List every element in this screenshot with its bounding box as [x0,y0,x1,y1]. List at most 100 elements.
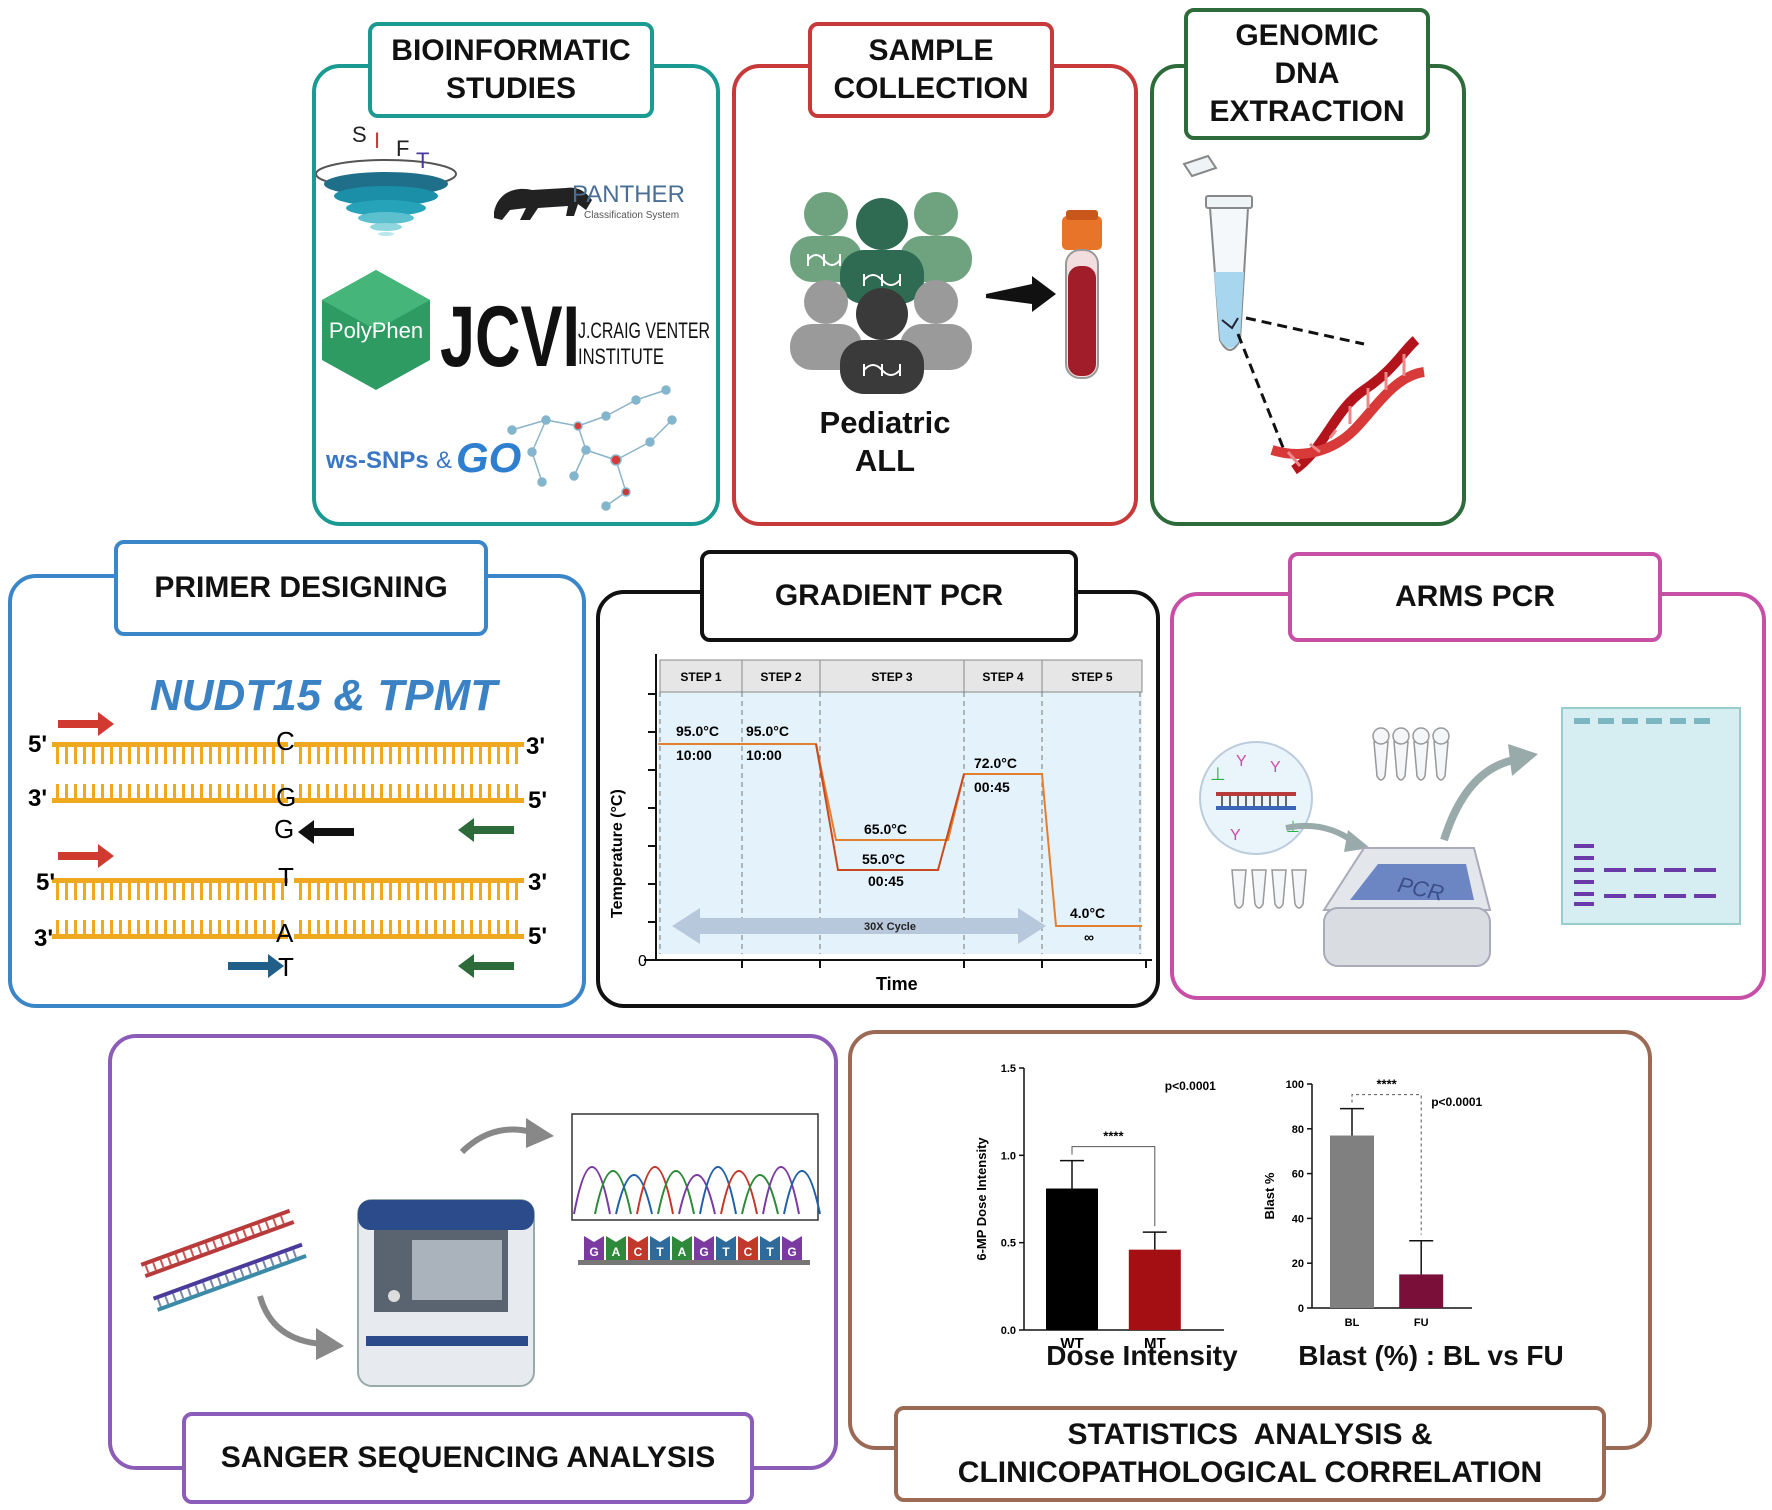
base-g-primer: G [274,814,294,844]
bioinformatic-logos: S I F T PANTHER Classification System Po… [316,122,710,511]
sample-caption-line1: Pediatric [819,405,951,440]
cycle-label: 30X Cycle [864,921,916,933]
svg-text:Y: Y [1270,759,1281,776]
y-tick-label: 40 [1292,1213,1304,1225]
reverse-primer-arrow-green-1 [458,818,514,842]
y-tick-label: 0 [1298,1303,1304,1315]
base-tile [672,1236,692,1260]
genomic-illustration [1182,154,1426,475]
step3b-time: 00:45 [868,873,904,889]
y-tick-label: 0.5 [1001,1238,1016,1250]
strand1-five: 5' [28,731,47,758]
cycle-double-arrow: 30X Cycle [672,908,1046,944]
primer-title: PRIMER DESIGNING [114,540,488,636]
step3b-temp: 55.0°C [862,851,905,867]
y-axis-label: Blast % [1262,1172,1277,1219]
base-tile [738,1236,758,1260]
sift-letter-t: T [416,148,429,173]
gradient-title-text: GRADIENT PCR [774,579,1004,612]
sample-title-line1: SAMPLE [868,34,994,67]
base-tile-label: G [589,1245,598,1259]
network-graph-icon [507,385,677,511]
base-tile-label: T [656,1245,664,1259]
panther-logo: PANTHER Classification System [494,181,685,221]
significance-bracket [1351,1094,1422,1235]
base-tile-label: C [634,1245,643,1259]
dna-strand-pair-2 [52,878,524,939]
forward-primer-arrow-2 [58,844,114,868]
significance-stars: **** [1376,1077,1397,1092]
step3a-temp: 65.0°C [864,821,907,837]
panther-name: PANTHER [572,181,685,208]
sample-caption: Pediatric ALL [780,404,990,480]
step-headers: STEP 1 STEP 2 STEP 3 STEP 4 STEP 5 [659,659,1143,693]
genes-label: NUDT15 & TPMT [150,672,500,720]
category-label: BL [1345,1317,1360,1329]
significance-stars: **** [1103,1129,1124,1144]
sequencer-machine-icon [357,1199,535,1387]
strand3-three: 3' [528,869,547,896]
y-tick-label: 60 [1292,1169,1304,1181]
base-tile-label: G [699,1245,708,1259]
base-tile [760,1236,780,1260]
jcvi-logo: JCVI J.CRAIG VENTER INSTITUTE [440,289,710,385]
bioinformatic-title-line1: BIOINFORMATIC [391,34,631,67]
sample-title-line2: COLLECTION [833,72,1029,105]
arms-illustration: ⊥Y Y⊥ Y PCR [1199,707,1741,967]
bioinformatic-title-line2: STUDIES [445,72,576,105]
y-axis-label: Temperature (°C) [609,789,626,918]
step-1-label: STEP 1 [680,670,721,684]
base-tile-label: A [612,1245,621,1259]
base-tile [694,1236,714,1260]
reagent-mix-icon: ⊥Y Y⊥ Y [1199,741,1313,855]
forward-primer-arrow-blue [228,954,284,978]
primer-title-text: PRIMER DESIGNING [154,571,448,604]
sift-letter-s: S [352,122,367,147]
bar-fu [1399,1274,1444,1308]
stats-caption-2: Blast (%) : BL vs FU [1298,1340,1564,1371]
step2-time: 10:00 [746,747,782,763]
wssnps-text: ws-SNPs [325,447,429,474]
jcvi-sub2: INSTITUTE [578,344,664,369]
pcr-tubes-icon [1231,727,1450,909]
polyphen-text: PolyPhen [329,318,423,343]
y-tick-label: 80 [1292,1124,1304,1136]
reverse-primer-arrow-green-2 [458,954,514,978]
step5-temp: 4.0°C [1070,905,1105,921]
stats-title: STATISTICS ANALYSIS & CLINICOPATHOLOGICA… [894,1406,1606,1502]
svg-text:Y: Y [1230,827,1241,844]
arms-title-text: ARMS PCR [1394,580,1555,613]
bar-wt [1046,1188,1098,1330]
genomic-title-line3: EXTRACTION [1209,95,1405,128]
y-zero-label: 0 [638,953,647,970]
step5-time: ∞ [1084,929,1094,945]
polyphen-logo: PolyPhen [322,270,430,390]
y-tick-label: 20 [1292,1258,1304,1270]
sift-letter-i: I [374,128,380,153]
category-label: FU [1414,1317,1429,1329]
stats-title-line1: STATISTICS ANALYSIS & [1067,1418,1433,1451]
base-tile-label: A [678,1245,687,1259]
base-tile [628,1236,648,1260]
gel-electrophoresis-icon [1561,707,1741,925]
step4-temp: 72.0°C [974,755,1017,771]
step1-temp: 95.0°C [676,723,719,739]
sift-logo: S I F T [316,122,457,236]
base-tile [584,1236,604,1260]
gradient-title: GRADIENT PCR [700,550,1078,642]
base-tile-label: T [766,1245,774,1259]
base-tile-label: T [722,1245,730,1259]
dna-strands-icon [140,1208,307,1312]
genomic-title-line1: GENOMIC [1235,19,1379,52]
stats-title-line2: CLINICOPATHOLOGICAL CORRELATION [957,1456,1543,1489]
base-tile [650,1236,670,1260]
strand-teeth [56,747,518,934]
strand1-three: 3' [526,733,545,760]
category-label: WT [1060,1335,1083,1352]
base-tile [716,1236,736,1260]
dna-strand-pair-1 [52,742,524,803]
